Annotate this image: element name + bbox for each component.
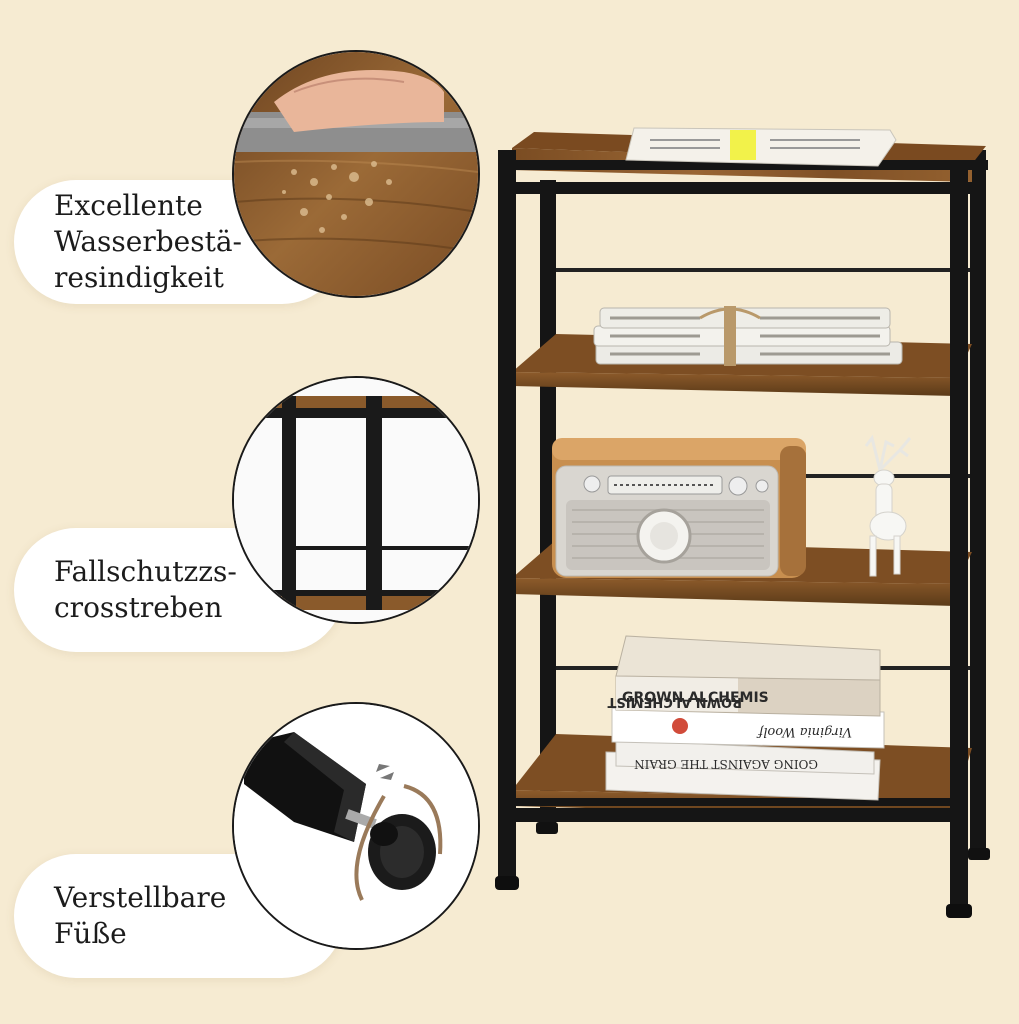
book-title-3: Virginia Woolf (756, 724, 852, 739)
feature-label-cross-brace: Fallschutzzs- crosstreben (54, 555, 237, 624)
book-title-2: ROWN ALCHEMIST (607, 694, 742, 709)
cross-brace-closeup-icon (232, 376, 480, 624)
feature-label-water-resistance: Excellente Wasserbestä- resindigkeit (54, 189, 243, 294)
adjustable-foot-icon (232, 702, 480, 950)
feature-label-adjustable-feet: Verstellbare Füße (54, 881, 227, 950)
radio (552, 438, 806, 578)
back-right-leg (970, 150, 986, 854)
deer-figurine (864, 434, 912, 577)
cross-brace (556, 268, 970, 272)
newspaper-bundle (593, 306, 903, 366)
book-title-4: GOING AGAINST THE GRAIN (634, 757, 818, 771)
water-resistance-closeup-icon (232, 50, 480, 298)
book-title-1: GROWN ALCHEMIS (622, 690, 769, 706)
book-stack (605, 635, 885, 801)
newspaper-top (625, 127, 897, 167)
front-right-leg (950, 160, 968, 910)
front-left-leg (498, 150, 516, 882)
